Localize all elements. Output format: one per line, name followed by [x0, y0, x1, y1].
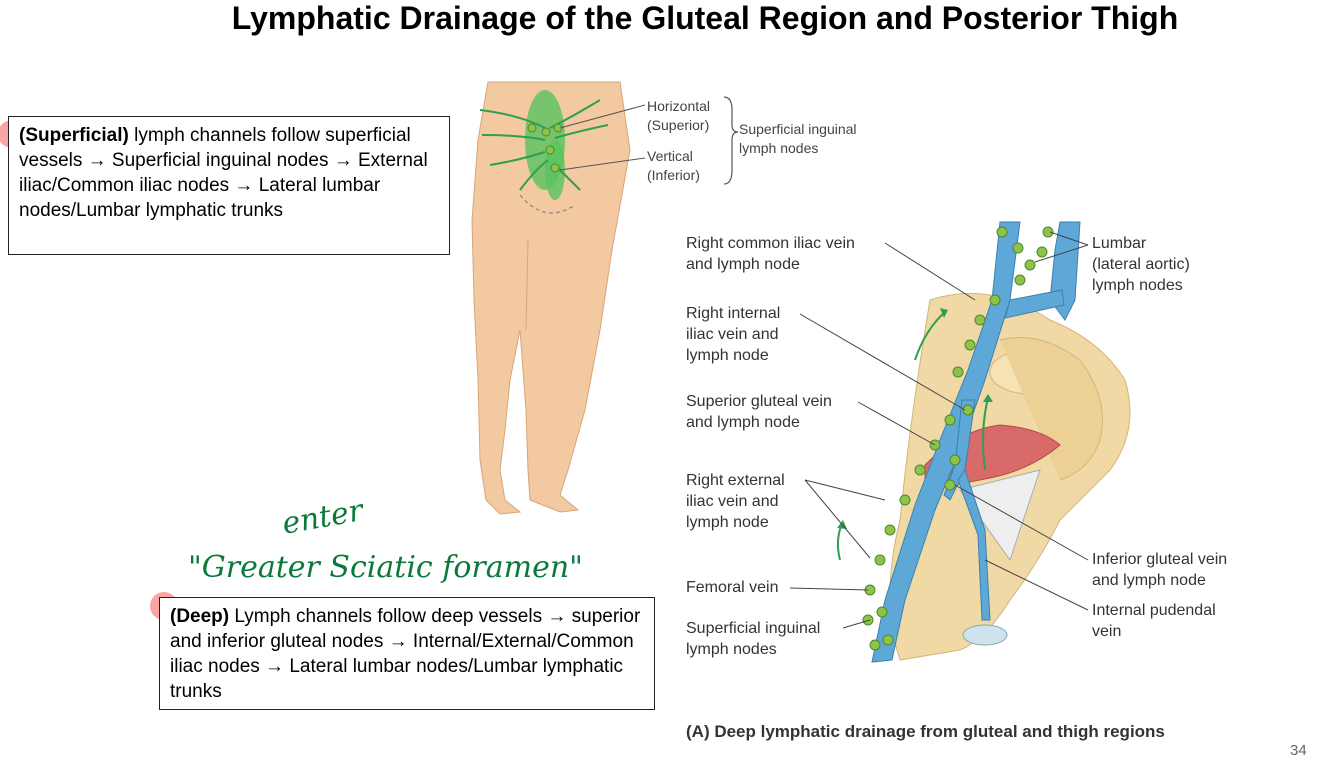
label-right-internal-iliac: Right internal iliac vein and lymph node [686, 305, 781, 364]
label-internal-pudendal: Internal pudendal vein [1092, 602, 1216, 640]
label-lymph-nodes: lymph nodes [739, 140, 819, 156]
lower-limb-figure [471, 81, 739, 515]
superficial-heading: (Superficial) [19, 125, 129, 146]
label-superficial-inguinal-nodes: Superficial inguinal lymph nodes [686, 620, 821, 658]
page-title: Lymphatic Drainage of the Gluteal Region… [231, 0, 1179, 36]
superficial-drainage-box: (Superficial) lymph channels follow supe… [8, 116, 450, 255]
label-superior-gluteal: Superior gluteal vein and lymph node [686, 393, 832, 431]
label-lumbar-nodes: Lumbar (lateral aortic) lymph nodes [1092, 235, 1190, 294]
page-number: 34 [1290, 742, 1307, 759]
deep-text: Lymph channels follow deep vessels → sup… [170, 606, 641, 702]
figure-caption: (A) Deep lymphatic drainage from gluteal… [686, 722, 1165, 741]
label-inferior: (Inferior) [647, 167, 700, 183]
deep-heading: (Deep) [170, 606, 230, 627]
label-inferior-gluteal: Inferior gluteal vein and lymph node [1092, 551, 1228, 589]
label-vertical: Vertical [647, 148, 693, 164]
label-superior: (Superior) [647, 117, 710, 133]
deep-drainage-box: (Deep) Lymph channels follow deep vessel… [159, 597, 655, 710]
label-right-common-iliac: Right common iliac vein and lymph node [686, 235, 855, 273]
label-femoral-vein: Femoral vein [686, 579, 779, 596]
handwritten-foramen: "Greater Sciatic foramen" [188, 550, 583, 585]
label-right-external-iliac: Right external iliac vein and lymph node [686, 472, 785, 531]
deep-drainage-figure [789, 221, 1131, 663]
label-horizontal: Horizontal [647, 98, 711, 114]
label-superficial-inguinal: Superficial inguinal [739, 121, 857, 137]
superficial-text: lymph channels follow superficial vessel… [19, 125, 428, 221]
